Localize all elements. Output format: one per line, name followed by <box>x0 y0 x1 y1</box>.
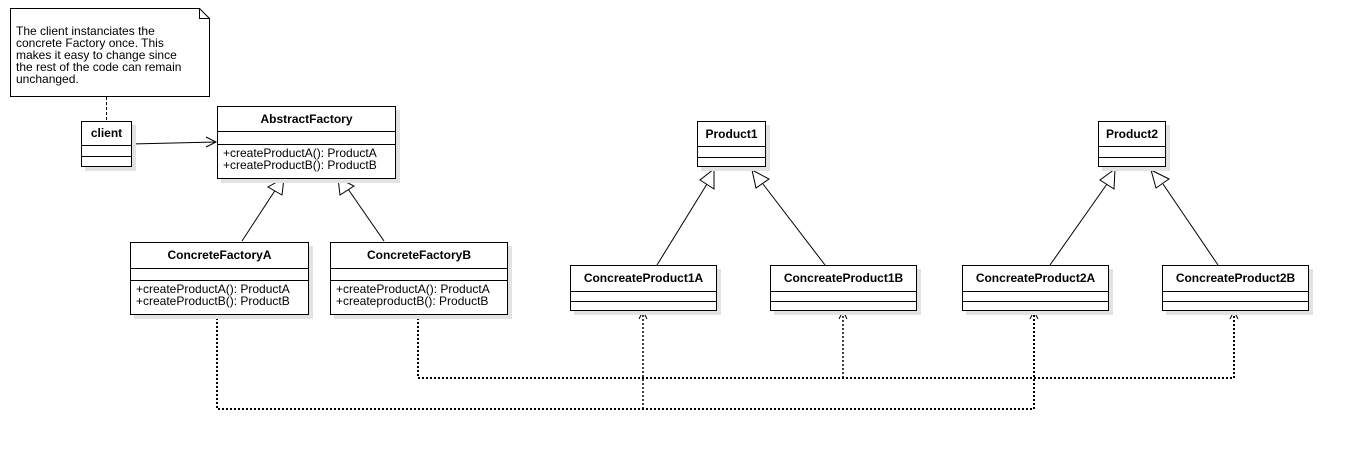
class-name: ConcreateProduct2B <box>1163 266 1308 292</box>
operations-section: +createProductA(): ProductA +createProdu… <box>218 145 395 171</box>
operations-section <box>1099 158 1165 168</box>
generalization-arrow-factory-b <box>337 177 356 196</box>
generalization-arrow-2b <box>1150 169 1170 189</box>
operations-section: +createProductA(): ProductA +createprodu… <box>331 281 507 307</box>
operations-section: +createProductA(): ProductA +createProdu… <box>131 281 308 307</box>
operations-section <box>82 157 131 167</box>
generalization-arrow-factory-a <box>266 177 285 196</box>
attributes-section <box>771 292 916 302</box>
class-name: ConcreteFactoryA <box>131 243 308 269</box>
note: The client instanciates the concrete Fac… <box>10 8 210 97</box>
class-name: client <box>82 122 131 146</box>
class-concrete-factory-b[interactable]: ConcreteFactoryB +createProductA(): Prod… <box>330 242 508 315</box>
dependency-factory-a-line <box>216 313 1035 410</box>
class-name: AbstractFactory <box>218 107 395 132</box>
dependency-arrowhead-2b <box>1229 309 1239 320</box>
generalization-arrow-1a <box>699 167 715 190</box>
attributes-section <box>331 269 507 281</box>
dependency-arrowhead-1b <box>838 309 848 320</box>
note-text: The client instanciates the concrete Fac… <box>16 24 182 86</box>
dependency-arrowhead-2a <box>1029 309 1039 320</box>
association-line <box>130 141 217 145</box>
operation: +createProductB(): ProductB <box>223 158 377 172</box>
class-product1[interactable]: Product1 <box>697 121 766 167</box>
operation: +createproductB(): ProductB <box>336 294 489 308</box>
class-name: ConcreateProduct1B <box>771 266 916 292</box>
operations-section <box>963 302 1108 311</box>
class-concreate-product-2b[interactable]: ConcreateProduct2B <box>1162 265 1309 311</box>
class-name: ConcreteFactoryB <box>331 243 507 269</box>
dependency-factory-b-line <box>417 313 1235 379</box>
generalization-line-1a <box>656 183 708 266</box>
operations-section <box>771 302 916 311</box>
attributes-section <box>1163 292 1308 302</box>
class-concrete-factory-a[interactable]: ConcreteFactoryA +createProductA(): Prod… <box>130 242 309 315</box>
generalization-line-factory-b <box>347 188 385 242</box>
class-concreate-product-1a[interactable]: ConcreateProduct1A <box>570 265 717 311</box>
class-name: Product2 <box>1099 122 1165 147</box>
generalization-arrow-1b <box>751 169 770 189</box>
attributes-section <box>218 132 395 145</box>
association-arrowhead <box>205 136 218 148</box>
operation: +createProductA(): ProductA <box>223 146 377 160</box>
class-name: ConcreateProduct1A <box>571 266 716 292</box>
class-product2[interactable]: Product2 <box>1098 121 1166 167</box>
generalization-line-2a <box>1049 183 1108 266</box>
operations-section <box>1163 302 1308 311</box>
generalization-line-factory-a <box>241 188 277 242</box>
dependency-arrowhead-1a <box>638 309 648 320</box>
class-concreate-product-1b[interactable]: ConcreateProduct1B <box>770 265 917 311</box>
operation: +createProductB(): ProductB <box>136 294 290 308</box>
attributes-section <box>82 146 131 157</box>
class-concreate-product-2a[interactable]: ConcreateProduct2A <box>962 265 1109 311</box>
note-shape <box>10 8 210 97</box>
note-fold <box>199 8 210 19</box>
attributes-section <box>571 292 716 302</box>
class-name: ConcreateProduct2A <box>963 266 1108 292</box>
attributes-section <box>131 269 308 281</box>
generalization-line-1b <box>762 183 826 266</box>
operations-section <box>571 302 716 311</box>
class-client[interactable]: client <box>81 121 132 167</box>
operations-section <box>698 158 765 168</box>
generalization-line-2b <box>1162 183 1219 266</box>
attributes-section <box>698 147 765 158</box>
attributes-section <box>963 292 1108 302</box>
operation: +createProductA(): ProductA <box>336 282 490 296</box>
class-name: Product1 <box>698 122 765 147</box>
class-abstract-factory[interactable]: AbstractFactory +createProductA(): Produ… <box>217 106 396 179</box>
attributes-section <box>1099 147 1165 158</box>
operation: +createProductA(): ProductA <box>136 282 290 296</box>
generalization-arrow-2a <box>1099 167 1116 190</box>
